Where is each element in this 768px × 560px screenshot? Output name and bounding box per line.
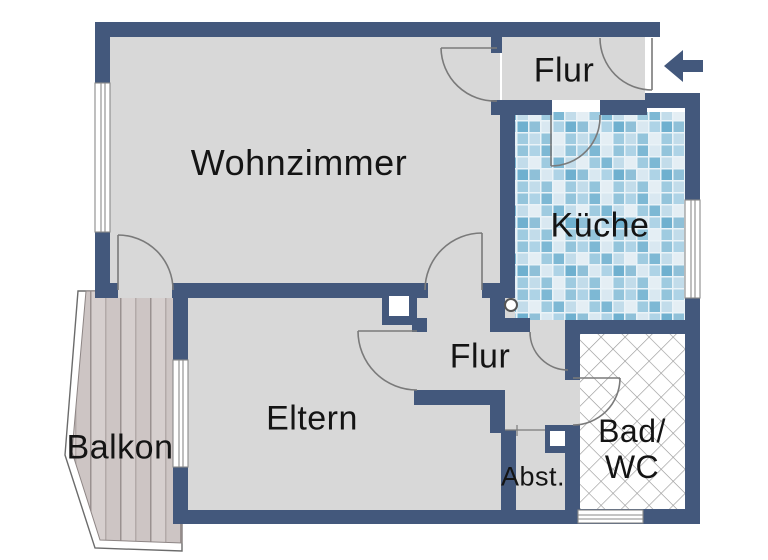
room-label-bad-wc-line1: Bad/ (598, 413, 666, 449)
door-pivot-circle (504, 298, 518, 312)
room-label-balkon: Balkon (66, 428, 174, 467)
kitchen-door (550, 114, 601, 167)
room-label-flur-inner: Flur (449, 337, 511, 376)
window (94, 82, 701, 524)
entrance-arrow-icon (664, 50, 703, 82)
storage-sliding-door (505, 425, 545, 436)
balcony-deck (64, 290, 183, 552)
bathroom-tile-floor (580, 334, 685, 509)
kitchen-hall-door (529, 331, 569, 371)
door-swings (117, 37, 653, 436)
livingroom-hall-door (440, 47, 498, 102)
shaft-marker (382, 289, 570, 453)
room-label-bad-wc: Bad/ WC (598, 413, 666, 485)
kitchen-tile-floor (515, 112, 685, 320)
room-label-bad-wc-line2: WC (604, 449, 660, 485)
room-label-kueche: Küche (550, 206, 650, 245)
walls-layer (95, 22, 700, 524)
room-label-flur-entry: Flur (533, 51, 595, 90)
entry-door (599, 37, 653, 91)
bathroom-door (572, 377, 621, 426)
room-label-abstellraum: Abst. (500, 461, 566, 492)
balcony-door (117, 234, 174, 291)
room-label-eltern: Eltern (266, 399, 358, 438)
parents-room-door (357, 330, 418, 391)
room-label-wohnzimmer: Wohnzimmer (190, 142, 408, 183)
livingroom-innerhall-door (424, 232, 483, 291)
